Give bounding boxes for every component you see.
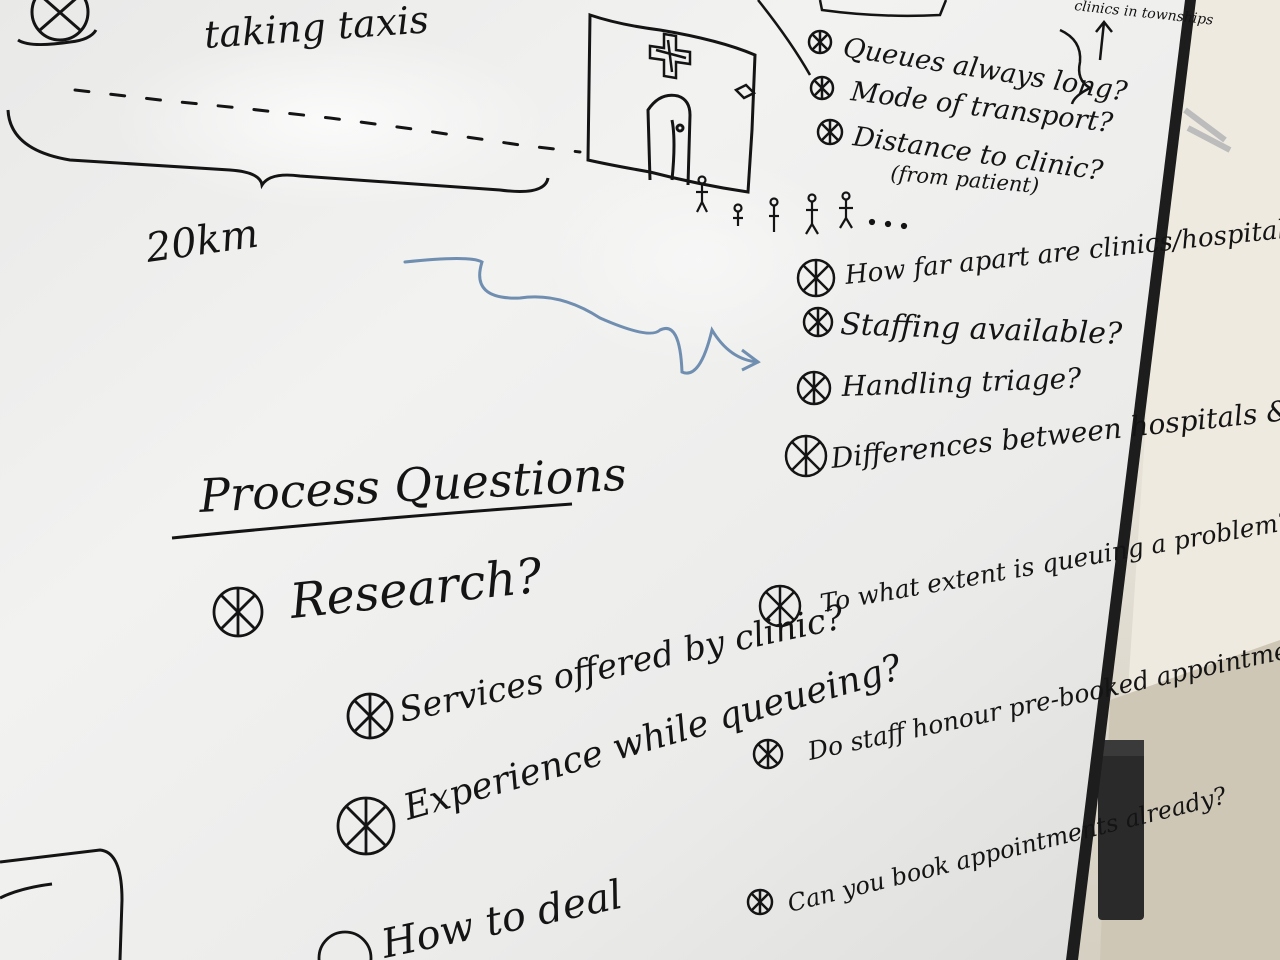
heading-underline bbox=[171, 502, 573, 540]
whiteboard-frame bbox=[1066, 0, 1196, 960]
whiteboard-surface bbox=[0, 0, 1185, 960]
distance-brace bbox=[6, 109, 550, 193]
ambulance-icon bbox=[733, 83, 757, 100]
clinic-sketch bbox=[586, 12, 757, 194]
access-question-bullets bbox=[784, 258, 836, 478]
room-floor bbox=[1100, 640, 1280, 960]
clinic-question-bullets bbox=[807, 29, 844, 146]
bottom-left-box bbox=[0, 848, 124, 960]
dashed-route bbox=[73, 88, 582, 154]
pointer-line bbox=[757, 0, 812, 76]
bin bbox=[1098, 740, 1144, 920]
queue-question-bullets bbox=[746, 584, 802, 916]
blue-arrow bbox=[403, 257, 760, 375]
townships-arrow bbox=[1095, 19, 1113, 61]
top-box-edge bbox=[818, 0, 948, 18]
queue-people-icon bbox=[696, 175, 908, 235]
wheel-sketch bbox=[17, 0, 98, 47]
townships-brace bbox=[1059, 28, 1093, 105]
process-bullets bbox=[212, 586, 396, 960]
board-clamp bbox=[1183, 107, 1232, 153]
red-cross-icon bbox=[648, 32, 692, 80]
